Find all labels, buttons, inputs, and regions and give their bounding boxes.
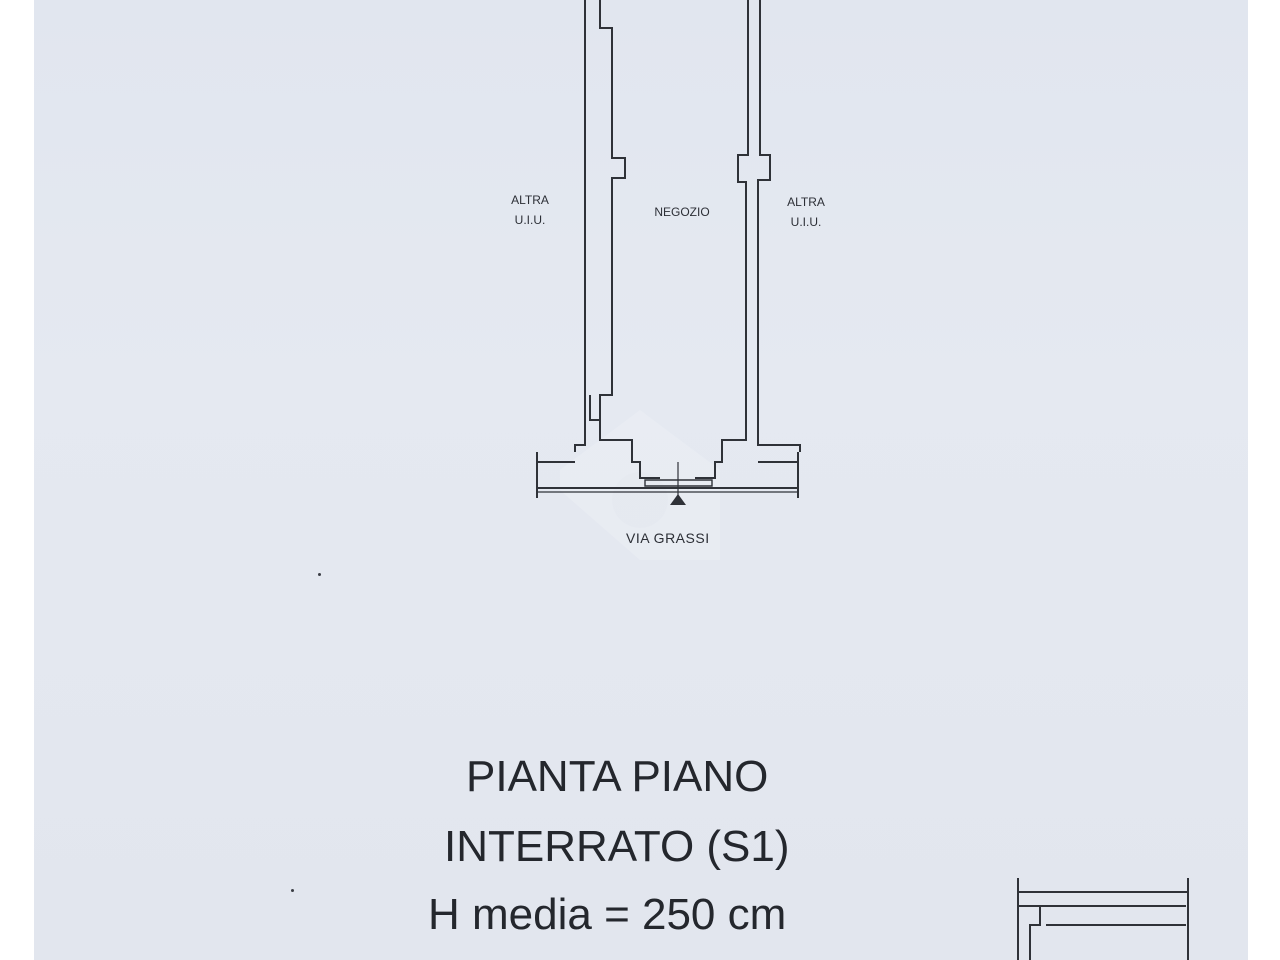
paper-speck xyxy=(318,573,321,576)
street-label: VIA GRASSI xyxy=(626,530,710,546)
right-wall-outer xyxy=(757,0,801,452)
label-shop: NEGOZIO xyxy=(654,205,710,219)
entrance-arrow-icon xyxy=(670,494,686,505)
entrance-threshold xyxy=(644,479,713,487)
label-left-unit: ALTRA U.I.U. xyxy=(511,193,549,227)
plan-title-line-1: PIANTA PIANO xyxy=(466,752,769,801)
left-wall-inner xyxy=(599,0,660,479)
paper-speck xyxy=(291,889,294,892)
paper-sheet xyxy=(34,0,1248,960)
left-wall-outer xyxy=(574,0,586,452)
plan-title-line-3: H media = 250 cm xyxy=(428,890,787,939)
right-wall-inner xyxy=(695,0,749,479)
left-wall-niche xyxy=(589,395,600,421)
plan-title-line-2: INTERRATO (S1) xyxy=(444,822,790,871)
label-right-unit: ALTRA U.I.U. xyxy=(787,195,825,229)
